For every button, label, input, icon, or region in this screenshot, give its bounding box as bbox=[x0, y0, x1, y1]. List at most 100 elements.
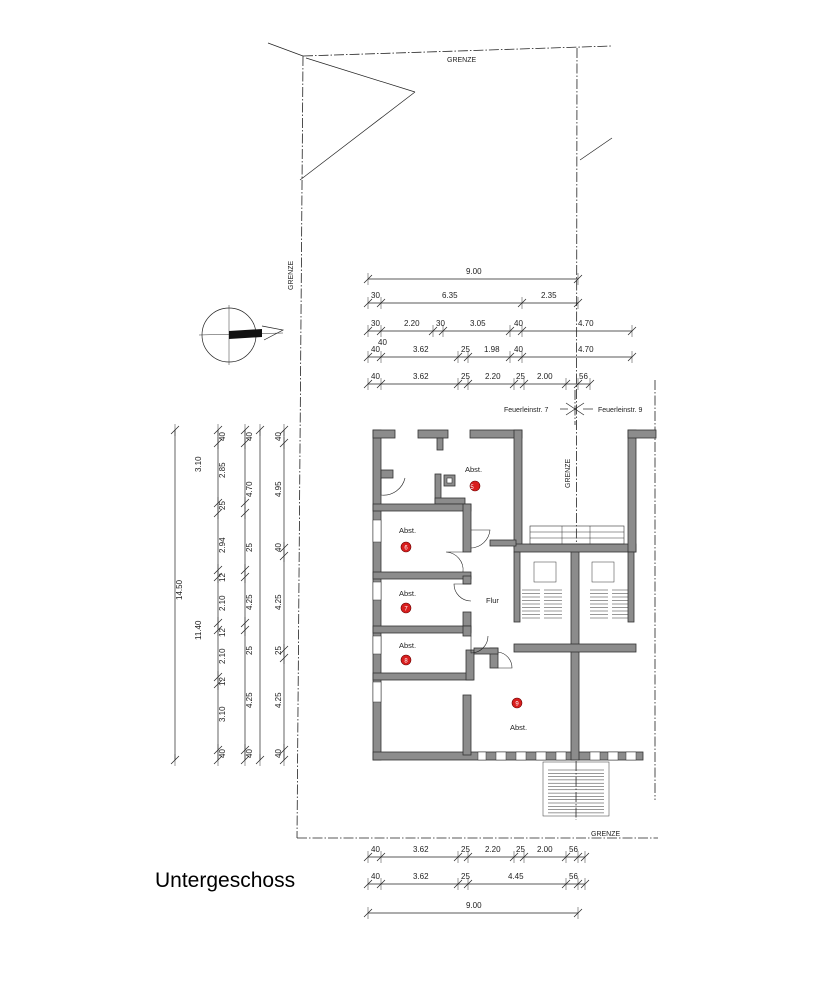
dim-left-c3-4: 12 bbox=[218, 573, 227, 582]
room-8-number: 8 bbox=[404, 659, 408, 665]
boundary-label-middle: GRENZE bbox=[565, 459, 572, 489]
dim-top-r3-4: 40 bbox=[514, 319, 523, 328]
dim-left-c5-6: 40 bbox=[274, 749, 283, 758]
dim-bot-r2-2: 25 bbox=[461, 872, 470, 881]
dim-left-c3-3: 2.94 bbox=[218, 537, 227, 553]
dim-left-c5-0: 40 bbox=[274, 432, 283, 441]
bottom-dim-ticks bbox=[363, 851, 590, 919]
bottom-dimensions bbox=[368, 856, 585, 914]
room-8-label: Abst. bbox=[399, 641, 416, 650]
room-6-number: 6 bbox=[404, 546, 408, 552]
dim-top-r2-0: 30 bbox=[371, 291, 380, 300]
dim-top-r2-1: 6.35 bbox=[442, 291, 458, 300]
dim-top-r3-3: 3.05 bbox=[470, 319, 486, 328]
dim-top-r5-6: 56 bbox=[579, 372, 588, 381]
dim-bot-r2-3: 4.45 bbox=[508, 872, 524, 881]
dim-top-r5-3: 2.20 bbox=[485, 372, 501, 381]
dim-bot-r1-6: 56 bbox=[569, 845, 578, 854]
dim-left-c4-5: 4.25 bbox=[245, 692, 254, 708]
dim-left-c5-3: 4.25 bbox=[274, 594, 283, 610]
dim-top-r2-2: 2.35 bbox=[541, 291, 557, 300]
top-entrance-stair bbox=[529, 525, 625, 545]
room-9-marker bbox=[511, 697, 523, 709]
dim-left-c3-6: 12 bbox=[218, 628, 227, 637]
stair-landing bbox=[533, 561, 557, 583]
dim-left-c3-9: 3.10 bbox=[218, 706, 227, 722]
flur-label: Flur bbox=[486, 596, 499, 605]
dim-top-r5-4: 25 bbox=[516, 372, 525, 381]
room-labels: Abst. 5 Abst. 6 Abst. 7 Abst. 8 9 Abst. … bbox=[399, 465, 527, 732]
dim-left-c4-3: 4.25 bbox=[245, 594, 254, 610]
bottom-exterior-stair bbox=[542, 761, 610, 817]
room-6-marker bbox=[400, 541, 412, 553]
dim-bot-r1-3: 2.20 bbox=[485, 845, 501, 854]
room-8-marker bbox=[400, 654, 412, 666]
neighbor-left-label: Feuerleinstr. 7 bbox=[504, 407, 548, 414]
dim-top-r3-2: 30 bbox=[436, 319, 445, 328]
dim-bot-r1-5: 2.00 bbox=[537, 845, 553, 854]
interior-stairs-left bbox=[522, 561, 562, 619]
dim-left-c3-5: 2.10 bbox=[218, 595, 227, 611]
dim-top-r4-5: 4.70 bbox=[578, 345, 594, 354]
dim-left-c5-2: 40 bbox=[274, 543, 283, 552]
stair-outline bbox=[542, 761, 610, 817]
room-5-marker bbox=[469, 480, 481, 492]
dim-left-c3-2: 25 bbox=[218, 501, 227, 510]
dim-left-c2-0: 3.10 bbox=[194, 456, 203, 472]
dim-bot-r3-0: 9.00 bbox=[466, 901, 482, 910]
neighbor-right-label: Feuerleinstr. 9 bbox=[598, 407, 642, 414]
dim-left-c5-4: 25 bbox=[274, 646, 283, 655]
dim-left-c3-0: 40 bbox=[218, 432, 227, 441]
dim-left-c4-4: 25 bbox=[245, 646, 254, 655]
room-7-number: 7 bbox=[404, 607, 408, 613]
dim-top-r5-0: 40 bbox=[371, 372, 380, 381]
dim-top-r3-1: 2.20 bbox=[404, 319, 420, 328]
interior-stairs-right bbox=[590, 561, 628, 619]
dim-left-c2-1: 11.40 bbox=[194, 620, 203, 640]
dim-top-r3-extra: 40 bbox=[378, 338, 387, 347]
stair-landing bbox=[591, 561, 615, 583]
dim-bot-r1-2: 25 bbox=[461, 845, 470, 854]
left-dim-ticks bbox=[170, 424, 289, 766]
dim-bot-r1-4: 25 bbox=[516, 845, 525, 854]
dim-top-r3-5: 4.70 bbox=[578, 319, 594, 328]
room-7-label: Abst. bbox=[399, 589, 416, 598]
left-dimensions bbox=[174, 430, 285, 760]
dim-top-r4-2: 25 bbox=[461, 345, 470, 354]
dim-bot-r1-0: 40 bbox=[371, 845, 380, 854]
dim-top-r5-2: 25 bbox=[461, 372, 470, 381]
dim-top-r5-5: 2.00 bbox=[537, 372, 553, 381]
dim-left-c4-1: 4.70 bbox=[245, 481, 254, 497]
dim-left-c4-2: 25 bbox=[245, 543, 254, 552]
dim-left-c4-0: 40 bbox=[245, 432, 254, 441]
room-5-label: Abst. bbox=[465, 465, 482, 474]
dim-top-r4-4: 40 bbox=[514, 345, 523, 354]
room-5-number: 5 bbox=[470, 485, 474, 491]
room-9-label: Abst. bbox=[510, 723, 527, 732]
dim-left-c3-8: 12 bbox=[218, 677, 227, 686]
dim-top-r4-1: 3.62 bbox=[413, 345, 429, 354]
dim-bot-r2-0: 40 bbox=[371, 872, 380, 881]
dim-top-r3-0: 30 bbox=[371, 319, 380, 328]
dim-top-r4-3: 1.98 bbox=[484, 345, 500, 354]
dim-left-c5-5: 4.25 bbox=[274, 692, 283, 708]
dim-left-c4-6: 40 bbox=[245, 749, 254, 758]
north-arrow-icon bbox=[198, 305, 285, 365]
dim-left-c3-7: 2.10 bbox=[218, 648, 227, 664]
dim-top-r4-0: 40 bbox=[371, 345, 380, 354]
dim-left-c5-1: 4.95 bbox=[274, 481, 283, 497]
boundary-label-top: GRENZE bbox=[447, 57, 477, 64]
dim-top-r1-0: 9.00 bbox=[466, 267, 482, 276]
dim-left-c1-0: 14.50 bbox=[175, 579, 184, 600]
dim-bot-r1-1: 3.62 bbox=[413, 845, 429, 854]
top-dim-ticks bbox=[363, 273, 637, 390]
dim-bot-r2-1: 3.62 bbox=[413, 872, 429, 881]
top-dimensions bbox=[368, 278, 632, 385]
dim-left-c3-10: 40 bbox=[218, 749, 227, 758]
dim-top-r5-1: 3.62 bbox=[413, 372, 429, 381]
room-6-label: Abst. bbox=[399, 526, 416, 535]
dim-bot-r2-4: 56 bbox=[569, 872, 578, 881]
building-walls bbox=[372, 429, 657, 761]
room-9-number: 9 bbox=[515, 702, 519, 708]
page-title: Untergeschoss bbox=[155, 869, 295, 892]
